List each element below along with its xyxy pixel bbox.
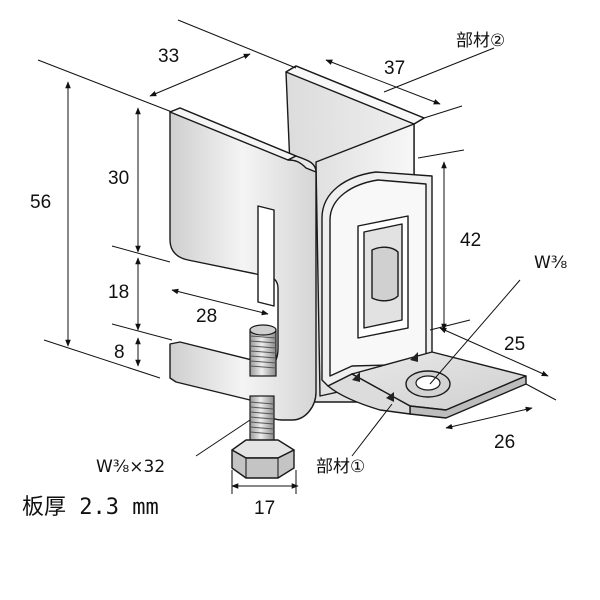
dim-37: 37	[384, 58, 405, 79]
label-part2: 部材②	[456, 31, 505, 51]
dim-42: 42	[460, 230, 481, 251]
dim-30: 30	[108, 168, 129, 189]
label-top-bolt: W⅜	[534, 253, 567, 273]
dim-8: 8	[114, 342, 125, 363]
dim-33: 33	[158, 46, 179, 67]
dim-26: 26	[494, 432, 515, 453]
mark-triangle-3	[386, 392, 394, 402]
bracket-body	[169, 65, 527, 479]
bottom-bolt	[231, 395, 295, 479]
label-part1: 部材①	[316, 457, 365, 477]
mark-triangle-1	[352, 372, 360, 382]
dimension-lines	[37, 19, 557, 494]
clamp-bolt-thread-lines	[249, 335, 277, 369]
label-bottom-bolt: W⅜×32	[96, 457, 165, 477]
foot-plate-hole-inner	[415, 375, 441, 391]
bolt-in-slot	[371, 246, 399, 302]
dim-18: 18	[108, 282, 129, 303]
dim-25: 25	[504, 334, 525, 355]
bottom-bolt-thread-lines	[249, 401, 275, 435]
bend-corner	[287, 155, 317, 173]
dim-28: 28	[196, 306, 217, 327]
foot-plate-bend	[327, 373, 411, 415]
dim-56: 56	[30, 192, 51, 213]
clamp-bolt-top	[249, 324, 277, 336]
clamp-bolt	[249, 324, 277, 377]
front-plate-slot	[257, 205, 275, 307]
dim-17: 17	[254, 498, 275, 519]
mark-triangle-2	[410, 352, 418, 362]
plate-thickness: 板厚 2.3 mm	[22, 495, 159, 520]
